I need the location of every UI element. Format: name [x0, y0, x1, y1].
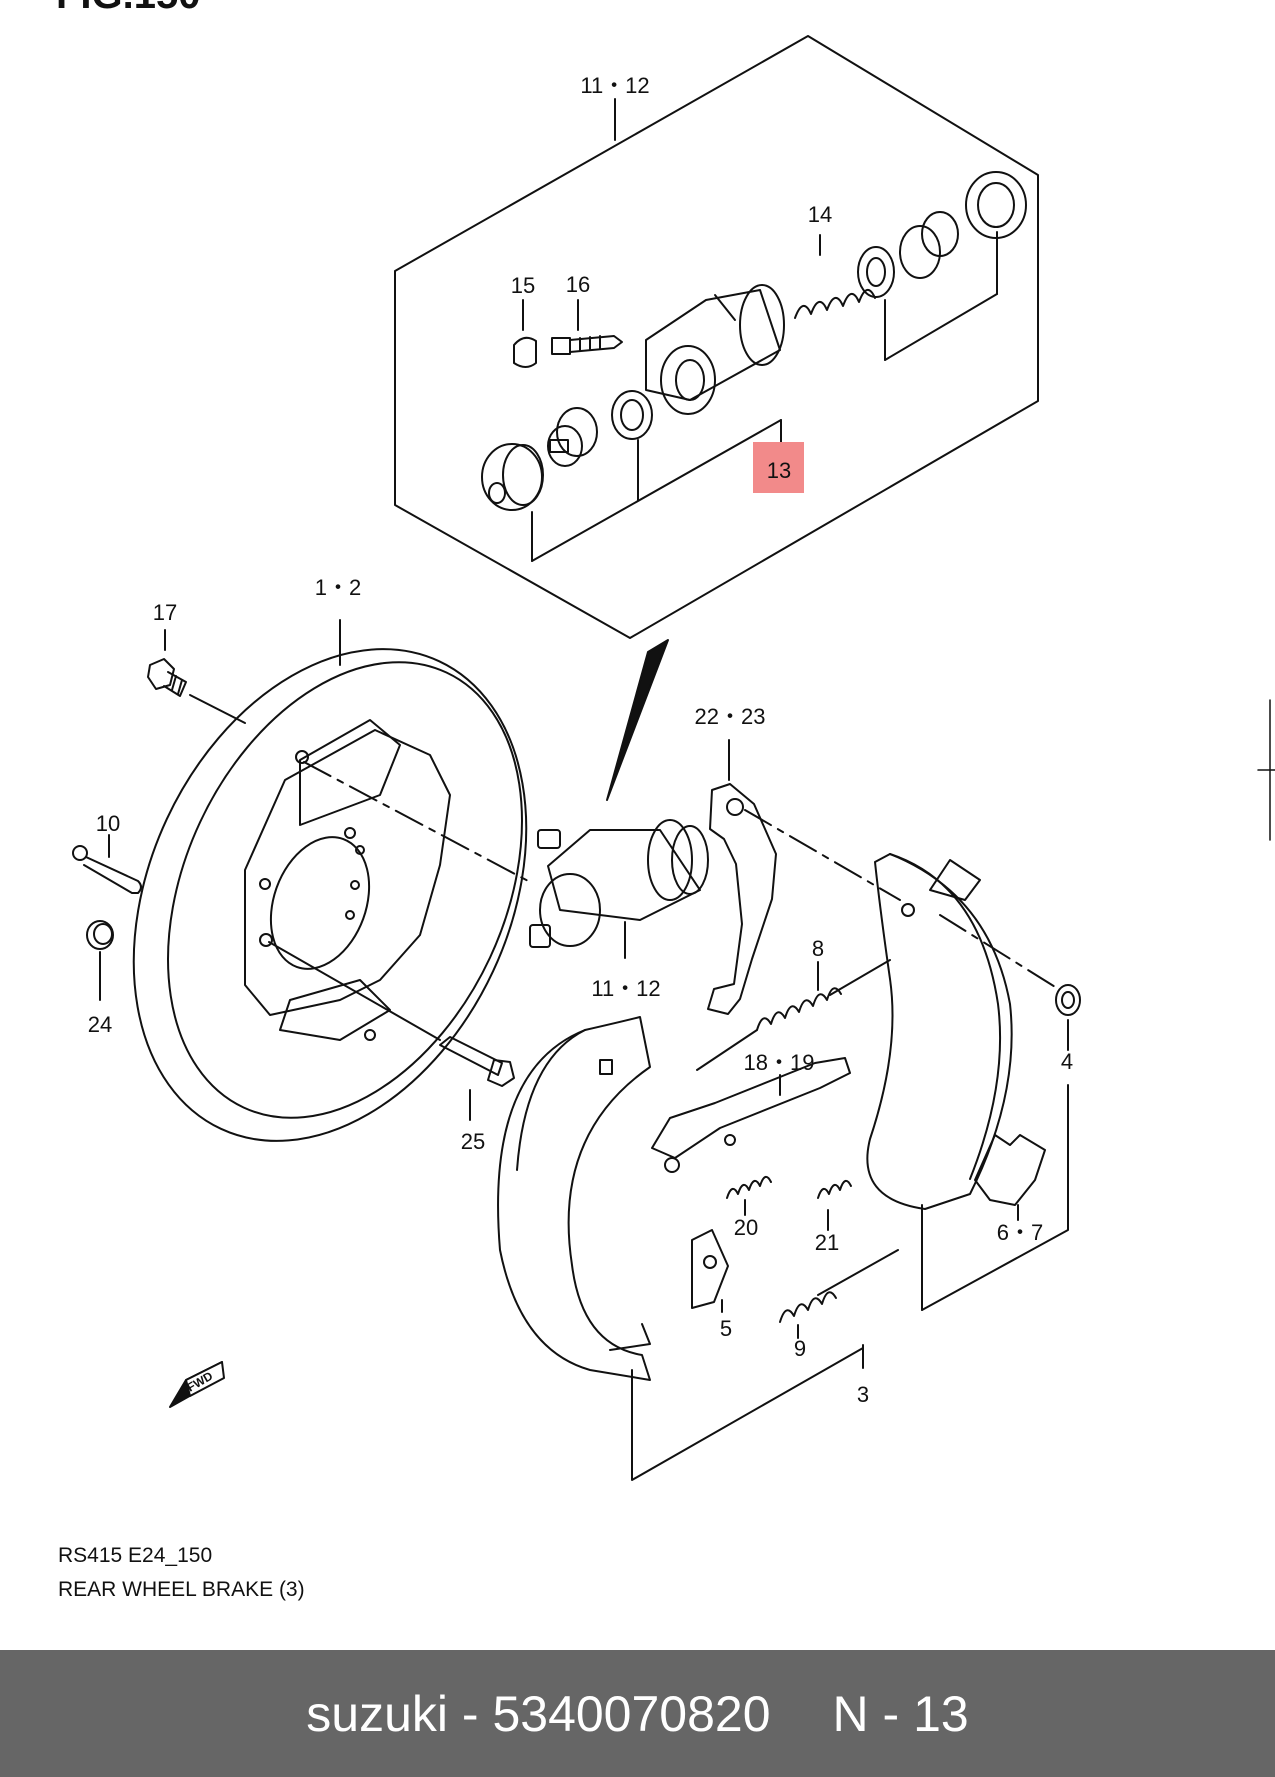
caption-code: RS415 E24_150	[58, 1544, 213, 1567]
leader-3-box	[631, 1347, 864, 1481]
callout-24: 24	[88, 1012, 112, 1037]
axis-line-lever	[744, 809, 901, 901]
callout-20: 20	[734, 1215, 758, 1240]
washer-4	[1055, 984, 1081, 1016]
adjuster-strut	[651, 1057, 851, 1173]
axis-line-shoe	[939, 914, 1061, 991]
wheel-cylinder-assembled	[529, 819, 709, 948]
backing-plate	[132, 648, 528, 1142]
callout-8: 8	[812, 936, 824, 961]
callout-16: 16	[566, 272, 590, 297]
callout-22-23: 22・23	[695, 704, 766, 729]
footer-ref: N - 13	[832, 1685, 969, 1742]
dust-boot-right	[965, 171, 1027, 239]
cup-seal-right	[857, 246, 895, 298]
axis-line-lower	[268, 941, 441, 1041]
parking-lever	[707, 783, 777, 1015]
cylinder-kit-box	[394, 35, 1039, 639]
shoe-left	[497, 1016, 651, 1381]
callout-14: 14	[808, 202, 832, 227]
bleeder-cap-15	[513, 336, 537, 368]
footer-bar: suzuki - 5340070820 N - 13	[0, 1650, 1275, 1777]
spring-9	[779, 1249, 899, 1323]
spring-21	[817, 1179, 852, 1199]
callout-13: 13	[767, 458, 791, 483]
figure-heading: FIG.150	[56, 0, 201, 17]
callout-10: 10	[96, 811, 120, 836]
arrow-wedge	[606, 639, 669, 801]
callout-18-19: 18・19	[744, 1050, 815, 1075]
shoe-right	[866, 853, 1013, 1210]
cup-seal-left	[611, 390, 653, 440]
bolt-17	[147, 658, 187, 697]
callout-4: 4	[1061, 1049, 1073, 1074]
callout-17: 17	[153, 600, 177, 625]
callout-5: 5	[720, 1316, 732, 1341]
leader-17b	[189, 694, 246, 724]
piston-right	[899, 211, 959, 279]
callout-15: 15	[511, 273, 535, 298]
callout-25: 25	[461, 1129, 485, 1154]
adjuster-6-7	[974, 1134, 1046, 1206]
callout-21: 21	[815, 1230, 839, 1255]
callout-9: 9	[794, 1336, 806, 1361]
caption-title: REAR WHEEL BRAKE (3)	[58, 1578, 305, 1601]
leader-4-lower	[921, 1084, 1069, 1311]
dust-boot-left	[481, 443, 544, 511]
spring-20	[726, 1175, 772, 1199]
bolt-25	[439, 1036, 515, 1087]
footer-part-number: suzuki - 5340070820	[306, 1685, 771, 1742]
pin-10	[72, 845, 142, 894]
clip-5	[691, 1229, 729, 1309]
wheel-cylinder-body	[645, 284, 785, 415]
callout-1-2: 1・2	[315, 575, 361, 600]
callout-6-7: 6・7	[997, 1220, 1043, 1245]
callout-11-12-bottom: 11・12	[591, 976, 660, 1001]
part-13-highlight	[753, 442, 804, 493]
callout-3: 3	[857, 1382, 869, 1407]
fwd-arrow-icon	[169, 1361, 225, 1408]
spring-8	[696, 959, 891, 1071]
piston-left	[547, 407, 598, 467]
callout-11-12-top: 11・12	[580, 73, 649, 98]
axis-line-upper	[303, 761, 531, 883]
spring-14	[794, 289, 876, 319]
brake-diagram: FIG.150	[56, 0, 1275, 1481]
nut-24	[86, 920, 114, 950]
bleeder-plug-16	[551, 335, 623, 355]
